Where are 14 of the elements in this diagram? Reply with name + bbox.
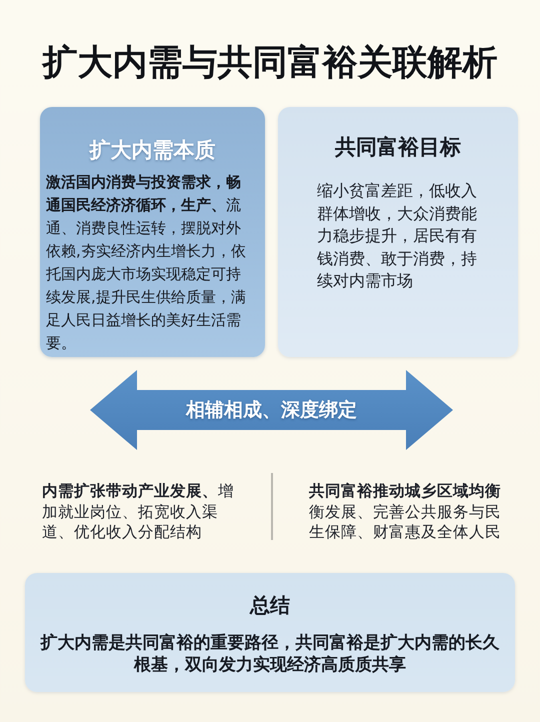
- double-arrow-shape: [90, 370, 453, 450]
- summary-text: 扩大内需是共同富裕的重要路径，共同富裕是扩大内需的长久根基，双向发力实现经济高质质共享: [39, 632, 500, 676]
- description-text: 共同富裕推动城乡区域均衡衡发展、完善公共服务与民生保障、财富惠及全体人民: [309, 481, 502, 542]
- card-heading: 扩大内需本质: [88, 137, 216, 164]
- info-card: [40, 107, 265, 357]
- summary-panel: [25, 573, 515, 692]
- summary-heading: 总结: [248, 592, 291, 619]
- description-text: 内需扩张带动产业发展、增加就业岗位、拓宽收入渠道、优化收入分配结构: [42, 481, 235, 542]
- info-card: [278, 107, 518, 357]
- card-body-text: 缩小贫富差距，低收入群体增收，大众消费能力稳步提升，居民有有钱消费、敢于消费，持续对内需市场: [317, 180, 478, 292]
- arrow-label: 相辅相成、深度绑定: [184, 398, 358, 423]
- card-body-text: 激活国内消费与投资需求，畅通国民经济济循环，生产、流通、消费良性运转，摆脱对外依赖,夯实经济内生增长力，依托国内庞大市场实现稳定可持续发展,提升民生供给质量，满足人民日益增长的美好生活需要。: [46, 172, 246, 354]
- title-text: 扩大内需与共同富裕关联解析: [40, 42, 498, 85]
- card-heading: 共同富裕目标: [334, 134, 462, 161]
